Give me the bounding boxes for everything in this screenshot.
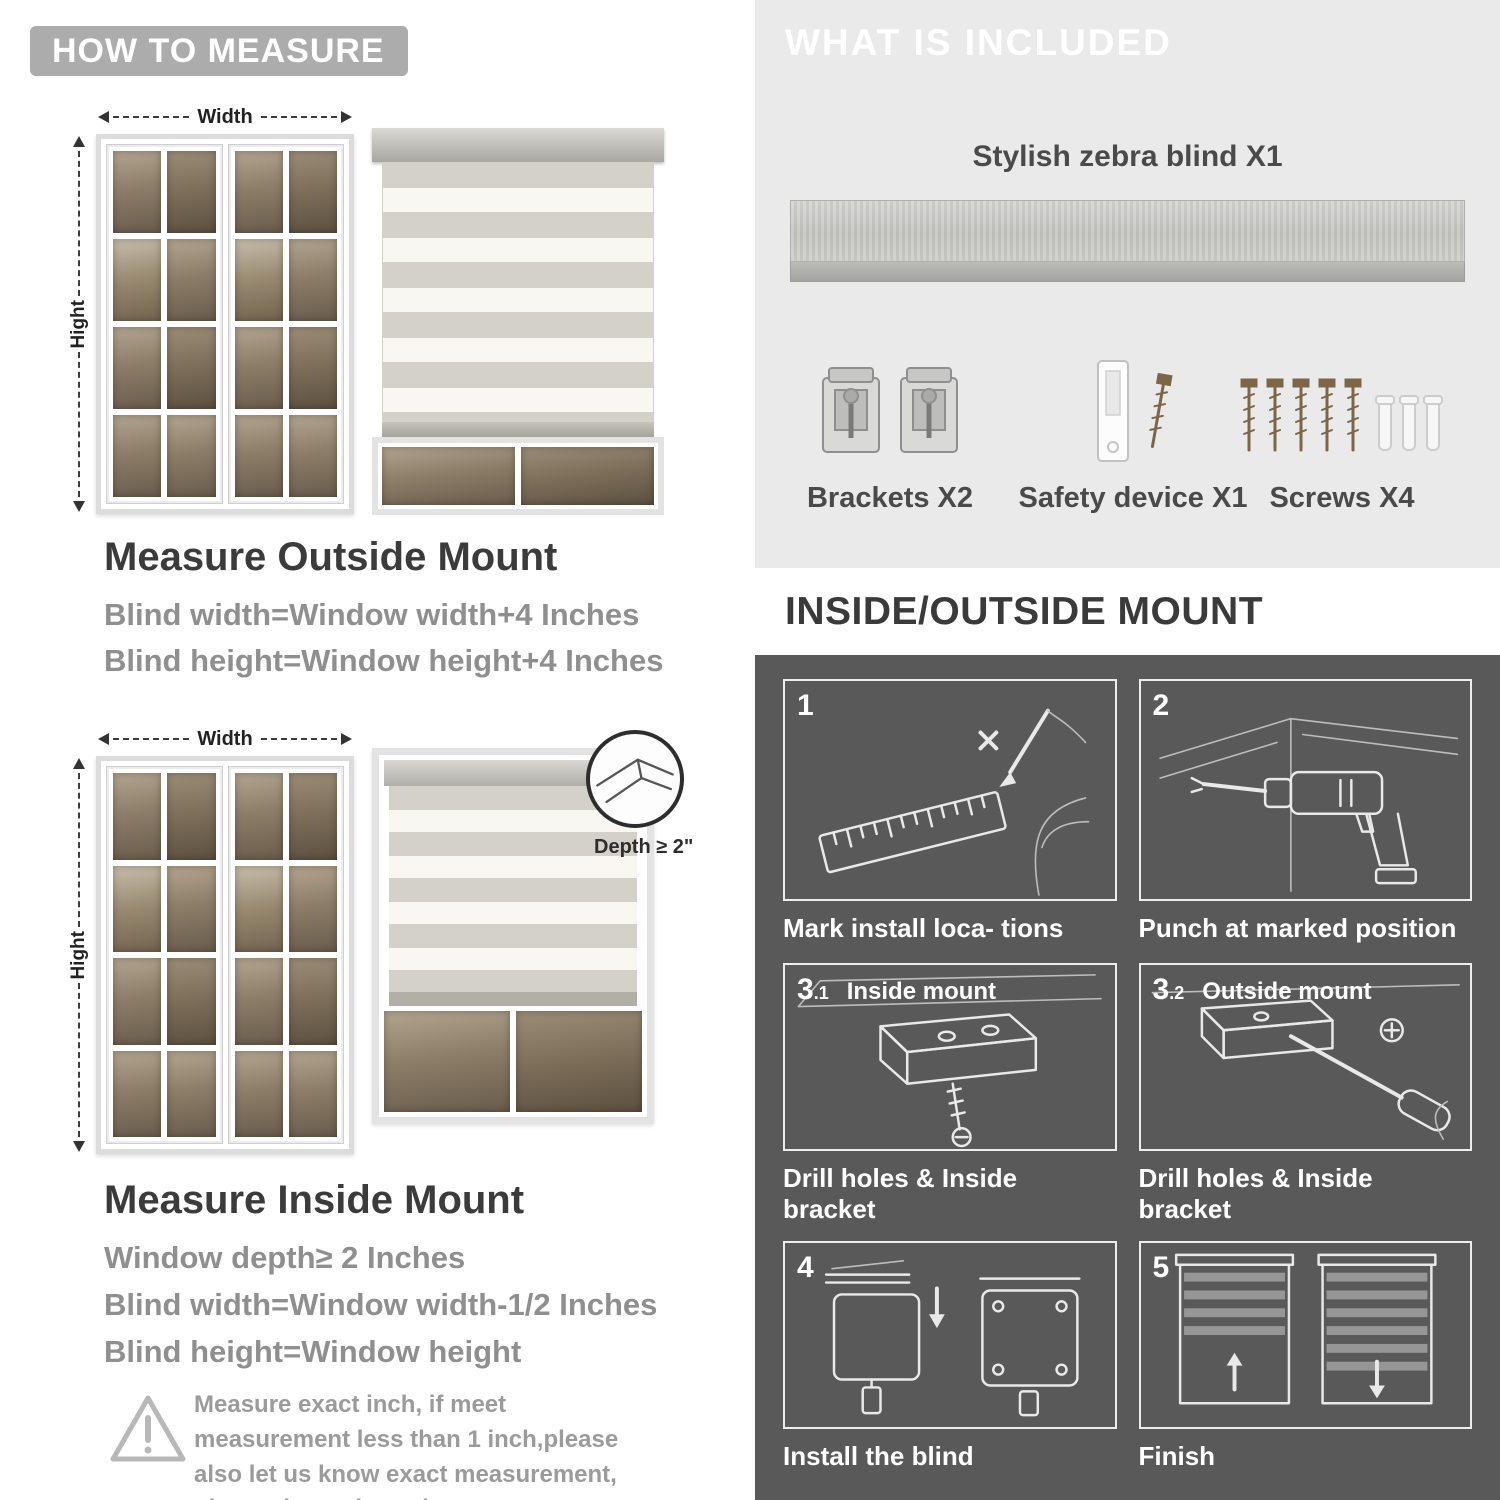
outside-mount-rule-2: Blind height=Window height+4 Inches [104,643,664,678]
blind-bottom-rail [389,992,637,1006]
inside-mount-rule-2: Blind width=Window width-1/2 Inches [104,1287,658,1322]
window-peek [384,1006,642,1112]
arrow-left-icon [98,733,109,745]
width-arrow: Width [96,100,354,134]
depth-label: Depth ≥ 2" [594,836,694,858]
height-arrow: Hight [62,756,96,1154]
arrow-up-icon [73,758,85,769]
arrow-left-icon [98,111,109,123]
width-label: Width [197,727,253,750]
step-1: 1 Mark install loca- tions [783,679,1117,947]
window-image [96,756,354,1154]
safety-device-icon [1013,330,1253,470]
mount-section-header: INSIDE/OUTSIDE MOUNT [785,590,1264,633]
depth-magnifier-icon [586,730,684,828]
what-is-included-header: WHAT IS INCLUDED [785,22,1172,63]
step-2: 2 Punch at marked [1138,679,1472,947]
width-label: Width [197,105,253,128]
zebra-shade [389,786,637,992]
mount-steps-section: 1 Mark install loca- tions [755,655,1500,1500]
step-4-illustration: 4 [783,1241,1117,1429]
step-3-2-caption: Drill holes & Inside bracket [1138,1163,1373,1224]
step-1-illustration: 1 [783,679,1117,901]
measurement-warning-text: Measure exact inch, if meet measurement … [194,1391,619,1500]
step-3-1-caption: Drill holes & Inside bracket [783,1163,1018,1224]
blind-headrail [372,128,664,162]
screws-icon [1227,330,1457,470]
arrow-down-icon [73,501,85,513]
zebra-blind-label: Stylish zebra blind X1 [972,140,1283,173]
outside-mount-heading: Measure Outside Mount [104,535,558,579]
window-image [96,134,354,514]
step-2-illustration: 2 [1138,679,1472,901]
what-is-included-section: WHAT IS INCLUDED Stylish zebra blind X1 [755,0,1500,568]
width-arrow: Width [96,722,354,756]
included-item-screws: Screws X4 [1227,330,1457,515]
arrow-up-icon [73,136,85,147]
arrow-right-icon [341,111,353,123]
brackets-label: Brackets X2 [806,482,974,514]
step-2-caption: Punch at marked position [1138,913,1457,943]
inside-mount-heading: Measure Inside Mount [104,1178,525,1222]
step-5-illustration: 5 [1138,1241,1472,1429]
step-5: 5 [1138,1241,1472,1475]
arrow-right-icon [341,733,353,745]
arrow-down-icon [73,1141,85,1153]
outside-mount-rule-1: Blind width=Window width+4 Inches [104,597,640,632]
warning-icon [110,1395,186,1462]
brackets-icon [775,330,1005,470]
inside-mount-rule-3: Blind height=Window height [104,1334,522,1369]
zebra-blind-headrail-image [790,200,1465,282]
included-item-safety-device: Safety device X1 [1013,330,1253,515]
zebra-shade [382,162,654,422]
step-4: 4 Ins [783,1241,1117,1475]
step-1-caption: Mark install loca- tions [783,913,1064,943]
included-item-brackets: Brackets X2 [775,330,1005,515]
step-5-caption: Finish [1138,1441,1216,1471]
height-arrow: Hight [62,134,96,514]
inside-mount-window-illustration: Width Hight [62,722,354,1154]
safety-device-label: Safety device X1 [1018,482,1248,514]
blind-bottom-rail [382,422,654,437]
how-to-measure-header: HOW TO MEASURE [30,26,408,76]
screws-label: Screws X4 [1269,482,1415,514]
outside-mount-window-illustration: Width Hight [62,100,354,514]
outside-mount-blind-illustration [372,128,664,515]
height-label: Hight [68,930,89,980]
window-peek [372,437,664,515]
inside-mount-rule-1: Window depth≥ 2 Inches [104,1240,466,1275]
height-label: Hight [68,299,89,349]
step-4-caption: Install the blind [783,1441,974,1471]
